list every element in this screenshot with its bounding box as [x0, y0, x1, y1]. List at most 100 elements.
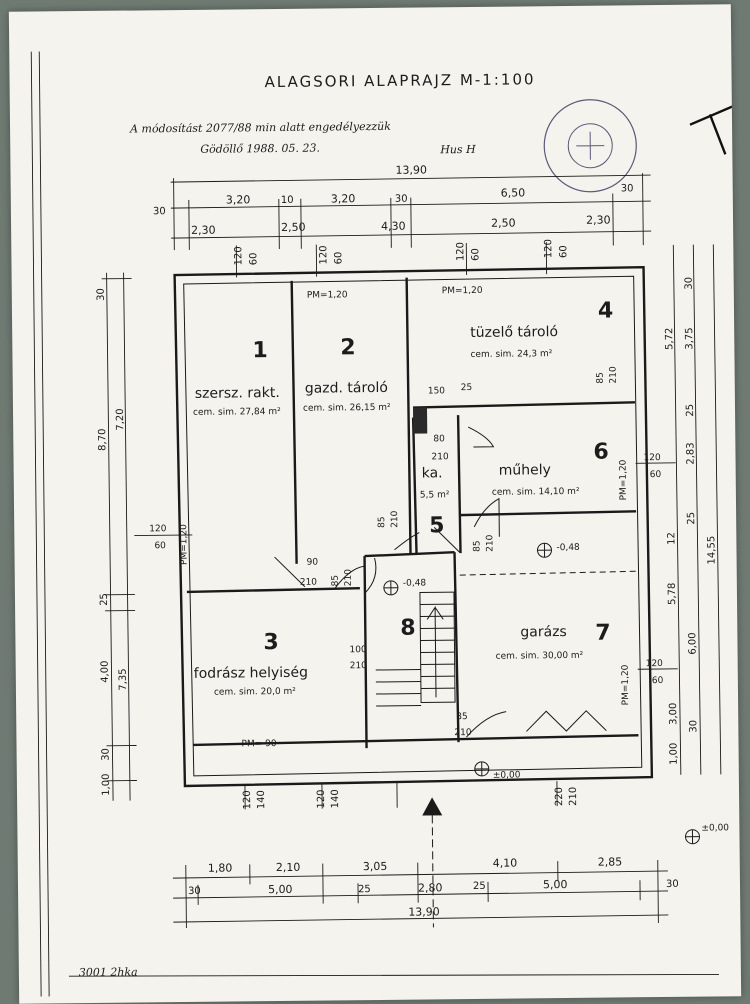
dim-bot-w4: 220	[554, 787, 565, 806]
door-label-210b: 210	[431, 452, 449, 462]
dim-top-r2-2: 4,30	[381, 220, 406, 233]
dim-top-r2-1: 2,50	[281, 221, 306, 234]
bottom-dimensions: 120 140 120 140 220 210 1,80 2,10 3,05 4…	[172, 780, 679, 928]
door-label-25: 25	[461, 383, 473, 393]
room-8-number: 8	[400, 616, 416, 641]
level-ground: ±0,00	[701, 823, 729, 833]
door-label-80: 80	[433, 434, 445, 444]
margin-line	[31, 52, 41, 997]
dim-top-r1-1: 3,20	[226, 193, 251, 206]
dim-left-0: 30	[96, 288, 107, 301]
room-3-area: cem. sim. 20,0 m²	[214, 687, 296, 698]
dim-top-w2: 120	[318, 245, 329, 264]
walls	[175, 267, 652, 786]
dim-bot-w2: 120	[316, 789, 327, 808]
dim-right-w1-0: 120	[643, 453, 661, 463]
room-6-number: 6	[593, 440, 609, 465]
dim-right-2: 5,78	[667, 583, 678, 605]
right-dimensions: 5,72 12 5,78 3,00 1,00 30 3,75 25 2,83 2…	[616, 244, 721, 775]
level-hall: -0,48	[403, 578, 427, 588]
dim-top-r2-0: 2,30	[191, 224, 216, 237]
dim-right-inner-2: 25	[685, 404, 696, 417]
room-4-number: 4	[598, 298, 614, 323]
left-dimensions: 30 8,70 25 4,00 30 1,00 7,20 7,35 120 60…	[96, 272, 196, 801]
top-dimensions: 13,90 30 3,20 10 3,20 30 6,50 30 2,30 2,…	[152, 161, 651, 278]
door-label-150: 150	[428, 386, 446, 396]
bottom-border	[69, 969, 719, 981]
room-2-area: cem. sim. 26,15 m²	[303, 403, 391, 414]
dim-right-4: 1,00	[669, 743, 680, 765]
dim-bot-r1-1: 2,10	[276, 861, 301, 874]
dim-top-r1-2: 10	[281, 195, 294, 206]
level-entrance: ±0,00	[493, 770, 521, 780]
plan-title: ALAGSORI ALAPRAJZ M-1:100	[264, 70, 535, 91]
dim-left-2: 25	[99, 593, 110, 606]
dim-left-4: 30	[101, 748, 112, 761]
dim-bot-r2-2: 25	[358, 884, 371, 895]
room-7-area: cem. sim. 30,00 m²	[496, 651, 584, 662]
dim-right-inner-0: 30	[684, 277, 695, 290]
approval-note-line2: Gödöllő 1988. 05. 23.	[200, 142, 320, 156]
dim-left-window-1: 60	[154, 541, 166, 551]
dim-left-3: 4,00	[100, 661, 111, 683]
entrance-arrow-icon	[422, 797, 442, 815]
door-label-85b: 85	[377, 516, 387, 528]
dim-right-inner-4: 25	[686, 512, 697, 525]
dim-right-w2-pm: PM=1,20	[621, 664, 631, 705]
pen-mark	[690, 99, 741, 155]
door-label-210c: 210	[390, 510, 400, 528]
room-3-name: fodrász helyiség	[194, 665, 308, 682]
dim-left-window-0: 120	[149, 524, 167, 534]
room-4-area: cem. sim. 24,3 m²	[470, 349, 552, 360]
dim-left-inner-1: 7,35	[118, 668, 129, 690]
dim-right-inner-5: 6,00	[687, 632, 698, 654]
dim-top-w7: 60	[558, 245, 569, 258]
dim-right-1: 12	[666, 532, 677, 545]
room-6-name: műhely	[499, 462, 551, 479]
dim-right-w2-0: 120	[646, 659, 664, 669]
dim-bot-r2-3: 2,80	[418, 881, 443, 894]
room-5-number: 5	[429, 513, 445, 538]
dim-bot-r2-4: 25	[473, 881, 486, 892]
room-2-name: gazd. tároló	[305, 380, 388, 397]
door-label-210f: 210	[344, 569, 354, 587]
floor-plan: ALAGSORI ALAPRAJZ M-1:100 A módosítást 2…	[9, 4, 741, 1004]
room-5-name: ka.	[422, 465, 443, 481]
door-label-pm-tuzelo: PM=1,20	[442, 286, 483, 296]
dim-right-w2-1: 60	[652, 676, 664, 686]
dim-top-r1-3: 3,20	[331, 192, 356, 205]
dim-bot-r2-1: 5,00	[268, 883, 293, 896]
official-stamp	[544, 99, 637, 192]
door-label-210g: 210	[350, 661, 368, 671]
room-7-name: garázs	[520, 624, 567, 640]
dim-top-w6: 120	[543, 239, 554, 258]
dim-right-w1-1: 60	[650, 470, 662, 480]
dim-top-r1-0: 30	[153, 206, 166, 217]
dim-left-inner-0: 7,20	[115, 408, 126, 430]
dim-top-r1-5: 6,50	[501, 186, 526, 199]
dim-top-w3: 60	[333, 252, 344, 265]
room-6-area: cem. sim. 14,10 m²	[492, 487, 580, 498]
door-label-85d: 85	[331, 575, 341, 587]
dim-top-total: 13,90	[395, 163, 427, 176]
room-1-name: szersz. rakt.	[195, 385, 280, 402]
approval-note-line1: A módosítást 2077/88 min alatt engedélye…	[129, 120, 391, 136]
dim-bot-r1-4: 2,85	[598, 855, 623, 868]
door-label-85c: 85	[472, 540, 482, 552]
door-label-210d: 210	[485, 534, 495, 552]
staircase	[375, 592, 455, 706]
dim-bot-w0: 120	[242, 790, 253, 809]
dim-top-r1-4: 30	[395, 194, 408, 205]
door-label-85a: 85	[596, 372, 606, 384]
dim-right-w1-pm: PM=1,20	[619, 459, 629, 500]
door-label-100: 100	[349, 645, 367, 655]
door-label-210e: 210	[300, 578, 318, 588]
margin-line	[39, 51, 49, 996]
dim-bot-w5: 210	[568, 787, 579, 806]
dim-right-inner-6: 30	[688, 720, 699, 733]
dim-bot-w3: 140	[330, 789, 341, 808]
door-label-210a: 210	[609, 366, 619, 384]
chimney	[413, 407, 427, 433]
dim-bot-total: 13,90	[408, 905, 440, 918]
dim-bot-r1-0: 1,80	[208, 862, 233, 875]
